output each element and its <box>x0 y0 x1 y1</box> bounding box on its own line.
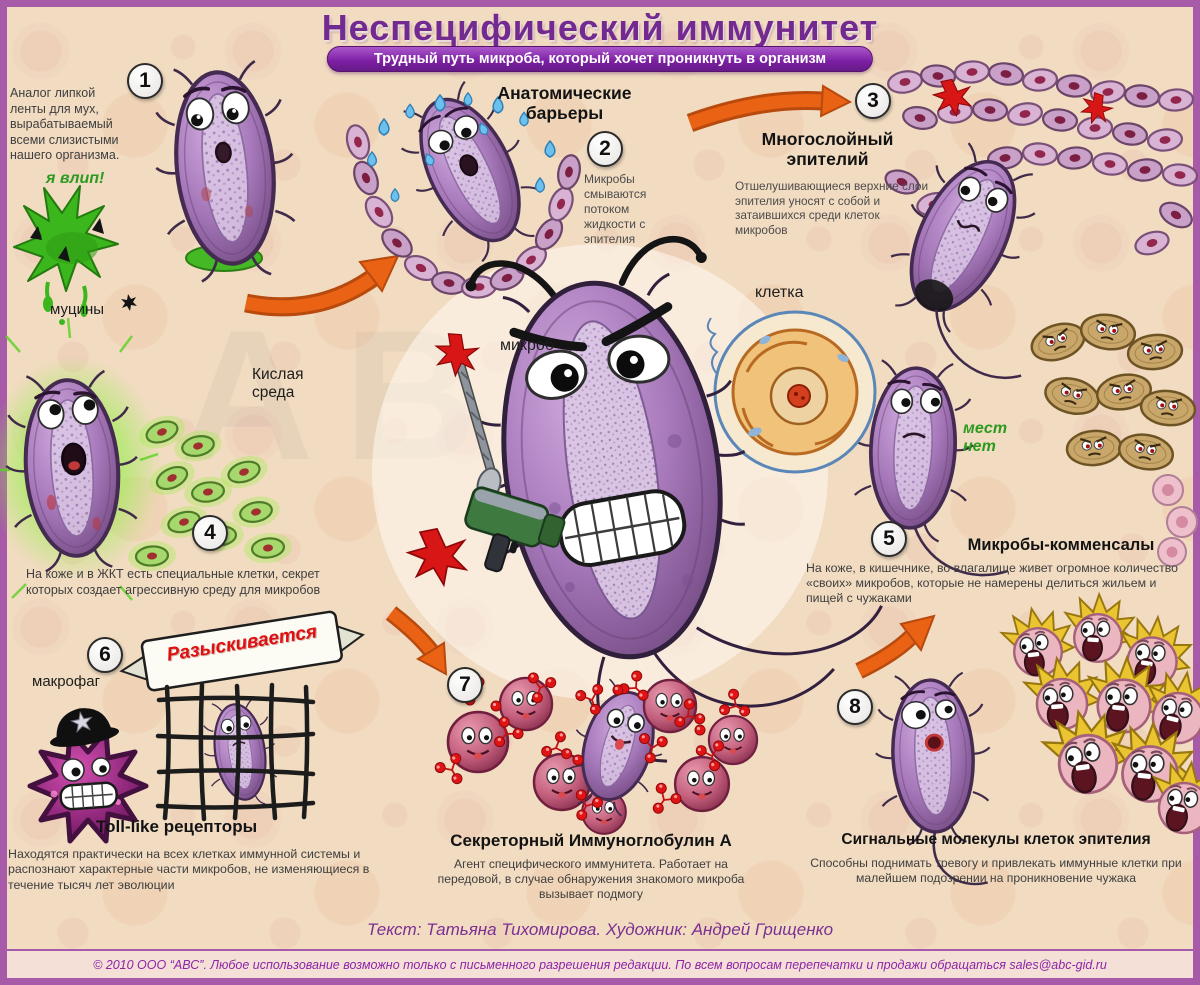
cell-illustration <box>706 310 877 474</box>
step-7-heading: Секреторный Иммуноглобулин А <box>450 831 732 850</box>
step-8-number: 8 <box>837 689 873 725</box>
step-2-number: 2 <box>587 131 623 167</box>
step-7-number: 7 <box>447 667 483 703</box>
step-2-heading: Анатомические барьеры <box>497 83 632 123</box>
step-5-speech: мест нет <box>963 420 1008 455</box>
step-4-bacterium <box>0 367 146 575</box>
step-5-bacterium <box>847 357 1008 577</box>
subtitle-banner: Трудный путь микроба, который хочет прон… <box>326 46 874 72</box>
step-3-heading: Многослойный эпителий <box>761 129 894 169</box>
step-7-microbes <box>446 673 759 835</box>
step-1-bacterium <box>144 56 306 287</box>
step-6-label: макрофаг <box>32 673 101 690</box>
acid-rays <box>0 317 159 601</box>
signal-cells <box>998 590 1200 842</box>
step-7-text: Агент специфического иммунитета. Работае… <box>437 857 745 902</box>
host-cells <box>1152 474 1198 567</box>
step-2-text: Микробы смываются потоком жидкости с эпи… <box>584 172 647 246</box>
step-1-text: Аналог липкой ленты для мух, вырабатывае… <box>10 86 120 162</box>
page-title: Неспецифический иммунитет <box>321 7 879 48</box>
drill <box>454 358 566 573</box>
mucin-splat-illustration <box>13 185 137 325</box>
police-cap-icon <box>50 708 120 747</box>
step-8-text: Способны поднимать тревогу и привлекать … <box>810 856 1182 886</box>
wanted-ribbon <box>119 610 365 692</box>
step-8-bacterium <box>870 670 996 886</box>
step-5-text: На коже, в кишечнике, во влагалище живет… <box>806 561 1178 606</box>
cell-label: клетка <box>755 284 804 301</box>
credits-line: Текст: Татьяна Тихомирова. Художник: Анд… <box>366 920 834 939</box>
flow-arrows <box>244 84 936 679</box>
step-1-number: 1 <box>127 63 163 99</box>
step-3-number: 3 <box>855 83 891 119</box>
step-1-label: муцины <box>50 301 105 318</box>
step-4-label: Кислая среда <box>252 366 304 401</box>
step-2-bacterium <box>381 70 561 275</box>
cage-bars <box>155 682 316 822</box>
step-4-text: На коже и в ЖКТ есть специальные клетки,… <box>26 567 321 597</box>
step-1-exclamation: я влип! <box>46 170 105 187</box>
step-6-number: 6 <box>87 637 123 673</box>
central-microbe-label: микроб <box>500 337 554 354</box>
macrophage <box>27 708 149 844</box>
step-4-number: 4 <box>192 515 228 551</box>
step-3-bacterium <box>867 131 1056 379</box>
step-8-heading: Сигнальные молекулы клеток эпителия <box>841 831 1151 848</box>
step-5-number: 5 <box>871 521 907 557</box>
central-microbe <box>465 235 883 763</box>
copyright-bar: © 2010 ООО “АВС”. Любое использование во… <box>7 949 1193 978</box>
step-3-text: Отшелушивающиеся верхние слои эпителия у… <box>735 179 929 237</box>
step-5-heading: Микробы-комменсалы <box>967 536 1155 554</box>
caged-bacterium <box>197 695 284 813</box>
step-6-heading: Toll-like рецепторы <box>96 817 258 836</box>
step-6-text: Находятся практически на всех клетках им… <box>8 847 370 892</box>
copyright-text: © 2010 ООО “АВС”. Любое использование во… <box>93 957 1107 972</box>
commensal-microbes <box>1025 310 1198 475</box>
